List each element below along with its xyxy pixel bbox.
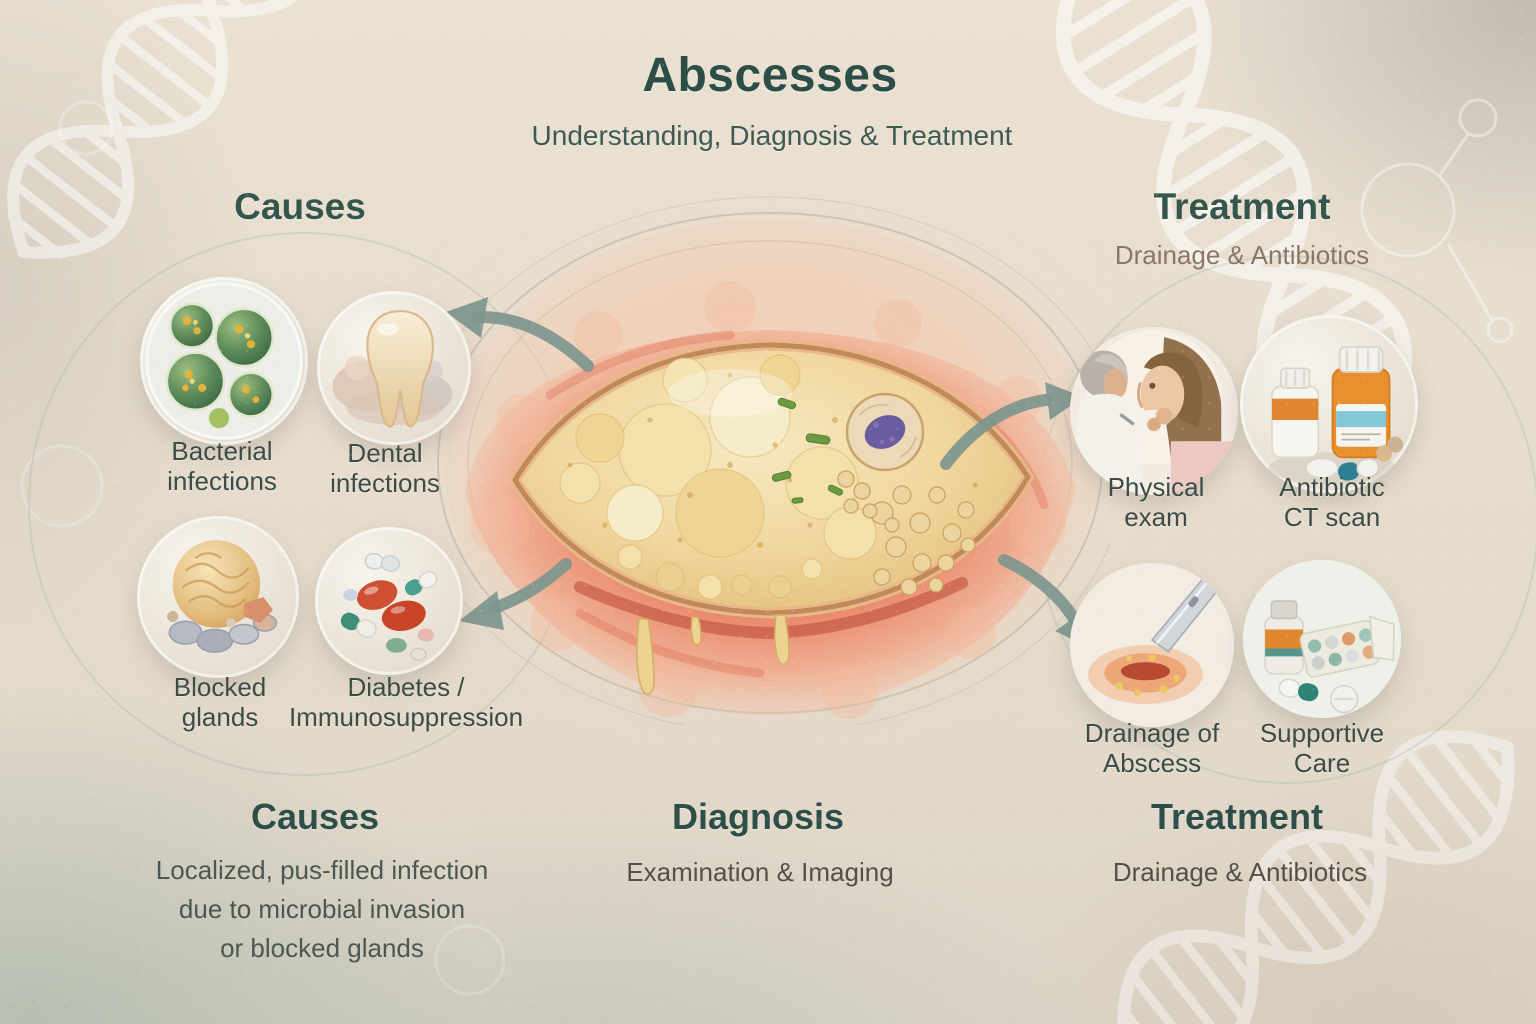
physical-exam-label: Physical exam xyxy=(1107,472,1205,533)
footer-causes-body: Localized, pus-filled infection due to m… xyxy=(155,855,489,963)
causes-section-header: Causes xyxy=(234,186,366,227)
supportive-care-label: Supportive Care xyxy=(1259,718,1385,779)
diabetes-immunosuppression-circle xyxy=(315,527,463,675)
page-subtitle: Understanding, Diagnosis & Treatment xyxy=(531,120,1013,151)
antibiotic-ct-scan-circle xyxy=(1240,315,1418,493)
physical-exam-icon xyxy=(1070,327,1238,495)
blocked-glands-label: Blocked glands xyxy=(173,672,267,733)
tooth-icon xyxy=(332,309,453,428)
dental-infections-label: Dental infections xyxy=(330,438,440,499)
supportive-care-circle xyxy=(1243,560,1401,718)
dental-infections-circle xyxy=(317,291,471,445)
blocked-glands-circle xyxy=(137,516,299,678)
footer-treatment-header: Treatment xyxy=(1150,796,1324,837)
blocked-gland-icon xyxy=(167,540,278,653)
bacteria-icon xyxy=(145,282,303,440)
curved-arrow-to-physical-exam-icon xyxy=(940,394,1052,470)
physical-exam-circle xyxy=(1070,327,1238,495)
page-title: Abscesses xyxy=(642,49,898,102)
bacterial-infections-label: Bacterial infections xyxy=(167,436,277,497)
drainage-of-abscess-label: Drainage of Abscess xyxy=(1084,718,1220,779)
footer-treatment-body: Drainage & Antibiotics xyxy=(1112,857,1368,887)
treatment-section-subheader: Drainage & Antibiotics xyxy=(1114,240,1370,270)
bacterial-infections-circle xyxy=(140,277,308,445)
footer-diagnosis-header: Diagnosis xyxy=(671,796,845,837)
antibiotic-bottles-icon xyxy=(1268,346,1404,485)
diabetes-immunosuppression-label: Diabetes / Immunosuppression xyxy=(288,672,524,733)
footer-causes-header: Causes xyxy=(250,796,380,837)
antibiotic-ct-scan-label: Antibiotic CT scan xyxy=(1279,472,1385,533)
drainage-of-abscess-circle xyxy=(1070,563,1234,727)
treatment-section-header: Treatment xyxy=(1153,186,1331,227)
footer-diagnosis-body: Examination & Imaging xyxy=(626,857,894,887)
drainage-scalpel-icon xyxy=(1070,563,1234,727)
supportive-care-icon xyxy=(1243,560,1401,718)
pills-icon xyxy=(340,552,438,661)
